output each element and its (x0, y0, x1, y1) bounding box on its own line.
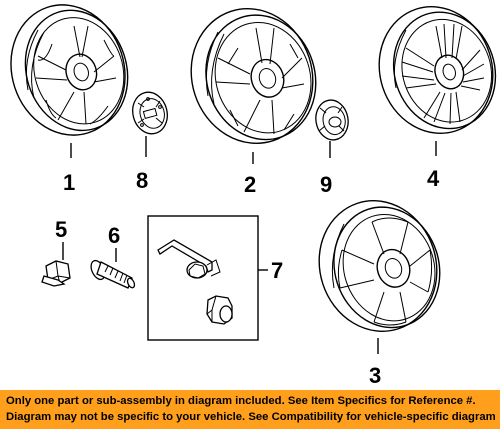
callout-3: 3 (369, 363, 381, 388)
wheel-2-illustration (190, 8, 317, 144)
wheel-parts-diagram: 1 8 2 (10, 4, 497, 388)
notice-line-1: Only one part or sub-assembly in diagram… (6, 395, 476, 407)
callout-4: 4 (427, 166, 440, 191)
wheel-lock-nut-illustration (206, 295, 233, 325)
callout-9: 9 (320, 172, 332, 197)
wheel-4-illustration (378, 6, 497, 134)
callout-6: 6 (108, 223, 120, 248)
wheel-lock-key-illustration (157, 239, 221, 279)
center-cap-9-illustration (315, 99, 349, 141)
callout-8: 8 (136, 168, 148, 193)
notice-line-2: Diagram may not be specific to your vehi… (6, 411, 496, 423)
wheel-lock-kit-box (147, 215, 259, 341)
lug-nut-5-illustration (41, 260, 71, 287)
wheel-3-illustration (318, 200, 441, 332)
wheel-stud-6-illustration (90, 259, 136, 289)
center-cap-8-illustration (132, 91, 168, 135)
callout-2: 2 (244, 172, 256, 197)
callout-7: 7 (271, 258, 283, 283)
compatibility-notice-banner: Only one part or sub-assembly in diagram… (0, 390, 500, 429)
wheel-1-illustration (10, 4, 129, 136)
callout-1: 1 (63, 170, 75, 195)
callout-5: 5 (55, 217, 67, 242)
